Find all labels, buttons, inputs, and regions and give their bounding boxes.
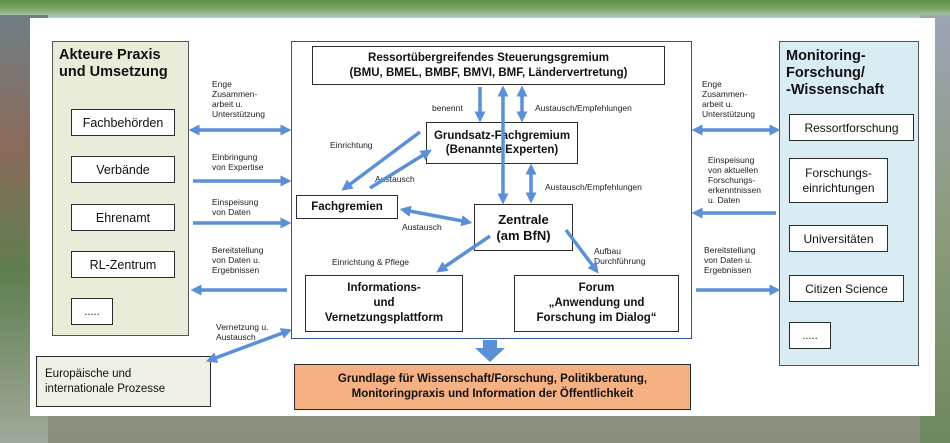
left-item-rl-zentrum: RL-Zentrum <box>71 251 175 278</box>
label-left-bereitstellung: Bereitstellung von Daten u. Ergebnissen <box>212 245 264 275</box>
label-austausch-fach-grundsatz: Austausch <box>375 174 415 184</box>
right-panel-title: Monitoring- Forschung/ -Wissenschaft <box>786 48 885 98</box>
label-benennt: benennt <box>432 103 463 113</box>
label-austausch-fach-zentrale: Austausch <box>402 222 442 232</box>
label-left-expertise: Einbringung von Expertise <box>212 152 264 172</box>
right-panel: Monitoring- Forschung/ -Wissenschaft Res… <box>779 41 919 366</box>
right-item-forschungseinrichtungen: Forschungs- einrichtungen <box>789 158 888 203</box>
right-item-more: ..... <box>789 322 831 349</box>
europe-box: Europäische und internationale Prozesse <box>36 356 211 407</box>
outcome-box: Grundlage für Wissenschaft/Forschung, Po… <box>294 364 691 410</box>
right-item-ressortforschung: Ressortforschung <box>789 114 914 141</box>
arrow-aufbau <box>564 228 599 274</box>
arrow-austausch-up <box>369 149 432 190</box>
label-left-zusammenarbeit: Enge Zusammen- arbeit u. Unterstützung <box>212 79 265 119</box>
label-left-daten: Einspeisung von Daten <box>212 197 259 217</box>
arrow-einrichtung-pflege <box>436 234 491 273</box>
label-austausch-empfehlungen-top: Austausch/Empfehlungen <box>535 103 632 113</box>
label-aufbau-durchfuehrung: Aufbau Durchführung <box>594 246 646 266</box>
right-item-universitaeten: Universitäten <box>789 225 888 252</box>
label-austausch-empfehlungen-mid: Austausch/Empfehlungen <box>545 182 642 192</box>
arrow-left-vernetzung <box>205 328 293 363</box>
right-item-citizen-science: Citizen Science <box>789 275 904 302</box>
left-item-ehrenamt: Ehrenamt <box>71 204 175 231</box>
platform-box: Informations- und Vernetzungsplattform <box>305 275 463 332</box>
left-item-fachbehoerden: Fachbehörden <box>71 109 175 136</box>
left-item-verbaende: Verbände <box>71 156 175 183</box>
label-right-einspeisung: Einspeisung von aktuellen Forschungs- er… <box>708 155 761 205</box>
steering-committee-box: Ressortübergreifendes Steuerungsgremium … <box>312 46 665 85</box>
label-einrichtung: Einrichtung <box>330 140 373 150</box>
label-right-bereitstellung: Bereitstellung von Daten u. Ergebnissen <box>704 245 756 275</box>
fachgremien-box: Fachgremien <box>296 195 398 219</box>
label-right-zusammenarbeit: Enge Zusammen- arbeit u. Unterstützung <box>702 79 755 119</box>
arrow-einrichtung <box>341 130 422 191</box>
left-panel-title: Akteure Praxis und Umsetzung <box>59 47 168 80</box>
arrow-fach-zentrale <box>399 205 473 227</box>
forum-box: Forum „Anwendung und Forschung im Dialog… <box>514 275 679 332</box>
label-einrichtung-pflege: Einrichtung & Pflege <box>332 257 410 267</box>
arrow-to-outcome <box>475 340 505 362</box>
left-item-more: ..... <box>71 298 113 325</box>
zentrale-box: Zentrale (am BfN) <box>474 204 573 251</box>
left-panel: Akteure Praxis und Umsetzung Fachbehörde… <box>52 41 189 336</box>
